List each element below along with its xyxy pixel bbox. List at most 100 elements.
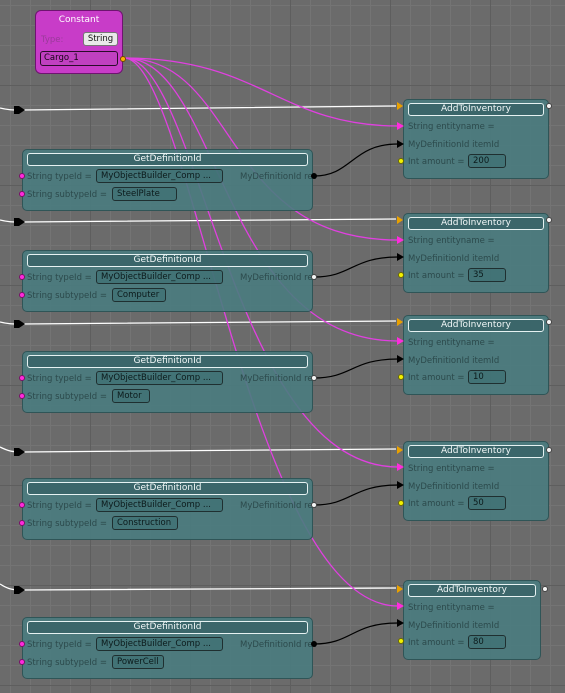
subtypeid-input[interactable]: Motor: [112, 389, 150, 403]
subtypeid-pin[interactable]: [19, 659, 25, 665]
add-to-inventory-node[interactable]: AddToInventory String entityname = MyDef…: [403, 213, 549, 293]
amount-input[interactable]: 200: [468, 154, 506, 168]
amount-pin[interactable]: [398, 158, 404, 164]
subtypeid-input[interactable]: Construction: [112, 516, 178, 530]
typeid-pin[interactable]: [19, 375, 25, 381]
node-title: AddToInventory: [408, 217, 544, 230]
ret-out-pin[interactable]: [311, 375, 317, 381]
amount-input[interactable]: 10: [468, 370, 506, 384]
typeid-input[interactable]: MyObjectBuilder_Comp ...: [96, 637, 223, 651]
sequence-out-pin[interactable]: [542, 586, 548, 592]
entityname-label: String entityname =: [408, 236, 495, 246]
get-definition-id-node[interactable]: GetDefinitionId String typeId = MyObject…: [22, 149, 316, 211]
amount-input[interactable]: 50: [468, 496, 506, 510]
definition-wires: [313, 143, 399, 645]
subtypeid-input[interactable]: Computer: [112, 288, 166, 302]
typeid-input[interactable]: MyObjectBuilder_Comp ...: [96, 270, 223, 284]
ret-out-pin[interactable]: [311, 274, 317, 280]
subtypeid-pin[interactable]: [19, 393, 25, 399]
itemid-pin[interactable]: [397, 481, 404, 489]
sequence-out-pin[interactable]: [546, 103, 552, 109]
constant-node[interactable]: Constant Type: String Cargo_1: [35, 10, 126, 74]
amount-pin[interactable]: [398, 500, 404, 506]
subtypeid-pin[interactable]: [19, 191, 25, 197]
node-title: AddToInventory: [408, 319, 544, 332]
sequence-in-arrow-3-head: [19, 320, 25, 328]
itemid-pin[interactable]: [397, 355, 404, 363]
typeid-input[interactable]: MyObjectBuilder_Comp ...: [96, 371, 223, 385]
entityname-label: String entityname =: [408, 338, 495, 348]
amount-pin[interactable]: [398, 638, 404, 644]
sequence-in-arrow-2-head: [19, 218, 25, 226]
ret-label: MyDefinitionId ret: [240, 640, 316, 650]
sequence-in-pin[interactable]: [397, 585, 403, 593]
itemid-label: MyDefinitionId itemId: [408, 254, 500, 264]
subtypeid-label: String subtypeId =: [27, 190, 107, 200]
get-definition-id-node[interactable]: GetDefinitionId String typeId = MyObject…: [22, 351, 316, 413]
typeid-label: String typeId =: [27, 172, 92, 182]
itemid-label: MyDefinitionId itemId: [408, 140, 500, 150]
add-to-inventory-node[interactable]: AddToInventory String entityname = MyDef…: [403, 580, 541, 660]
entityname-pin[interactable]: [397, 122, 404, 130]
itemid-pin[interactable]: [397, 140, 404, 148]
node-title: AddToInventory: [408, 445, 544, 458]
constant-value-input[interactable]: Cargo_1: [40, 51, 118, 66]
typeid-input[interactable]: MyObjectBuilder_Comp ...: [96, 169, 223, 183]
itemid-pin[interactable]: [397, 253, 404, 261]
ret-out-pin[interactable]: [311, 173, 317, 179]
add-to-inventory-node[interactable]: AddToInventory String entityname = MyDef…: [403, 99, 549, 179]
amount-input[interactable]: 80: [468, 635, 506, 649]
node-title: GetDefinitionId: [27, 153, 308, 166]
amount-label: Int amount =: [408, 373, 465, 383]
sequence-in-pin[interactable]: [397, 446, 403, 454]
sequence-in-arrow-1-head: [19, 106, 25, 114]
amount-input[interactable]: 35: [468, 268, 506, 282]
constant-type-label: Type:: [41, 35, 64, 45]
amount-label: Int amount =: [408, 499, 465, 509]
amount-pin[interactable]: [398, 374, 404, 380]
subtypeid-input[interactable]: PowerCell: [112, 655, 164, 669]
get-definition-id-node[interactable]: GetDefinitionId String typeId = MyObject…: [22, 617, 316, 679]
typeid-label: String typeId =: [27, 273, 92, 283]
subtypeid-label: String subtypeId =: [27, 291, 107, 301]
sequence-in-pin[interactable]: [397, 102, 403, 110]
constant-output-pin[interactable]: [120, 56, 126, 62]
sequence-out-pin[interactable]: [546, 217, 552, 223]
entityname-label: String entityname =: [408, 603, 495, 613]
typeid-label: String typeId =: [27, 374, 92, 384]
sequence-out-pin[interactable]: [546, 447, 552, 453]
sequence-out-pin[interactable]: [546, 319, 552, 325]
add-to-inventory-node[interactable]: AddToInventory String entityname = MyDef…: [403, 315, 549, 395]
typeid-pin[interactable]: [19, 502, 25, 508]
node-title: GetDefinitionId: [27, 482, 308, 495]
typeid-input[interactable]: MyObjectBuilder_Comp ...: [96, 498, 223, 512]
ret-out-pin[interactable]: [311, 502, 317, 508]
sequence-in-pin[interactable]: [397, 318, 403, 326]
ret-label: MyDefinitionId ret: [240, 501, 316, 511]
subtypeid-label: String subtypeId =: [27, 658, 107, 668]
node-title: AddToInventory: [408, 584, 536, 597]
entityname-pin[interactable]: [397, 236, 404, 244]
subtypeid-pin[interactable]: [19, 520, 25, 526]
entityname-pin[interactable]: [397, 337, 404, 345]
get-definition-id-node[interactable]: GetDefinitionId String typeId = MyObject…: [22, 250, 316, 312]
subtypeid-pin[interactable]: [19, 292, 25, 298]
itemid-pin[interactable]: [397, 619, 404, 627]
subtypeid-label: String subtypeId =: [27, 392, 107, 402]
get-definition-id-node[interactable]: GetDefinitionId String typeId = MyObject…: [22, 478, 316, 540]
entityname-label: String entityname =: [408, 464, 495, 474]
constant-type-value[interactable]: String: [83, 32, 118, 46]
amount-label: Int amount =: [408, 271, 465, 281]
typeid-pin[interactable]: [19, 274, 25, 280]
typeid-pin[interactable]: [19, 173, 25, 179]
subtypeid-input[interactable]: SteelPlate: [112, 187, 177, 201]
typeid-pin[interactable]: [19, 641, 25, 647]
typeid-label: String typeId =: [27, 640, 92, 650]
add-to-inventory-node[interactable]: AddToInventory String entityname = MyDef…: [403, 441, 549, 521]
entityname-pin[interactable]: [397, 463, 404, 471]
sequence-in-pin[interactable]: [397, 216, 403, 224]
ret-out-pin[interactable]: [311, 641, 317, 647]
amount-pin[interactable]: [398, 272, 404, 278]
entityname-pin[interactable]: [397, 602, 404, 610]
node-title: GetDefinitionId: [27, 621, 308, 634]
